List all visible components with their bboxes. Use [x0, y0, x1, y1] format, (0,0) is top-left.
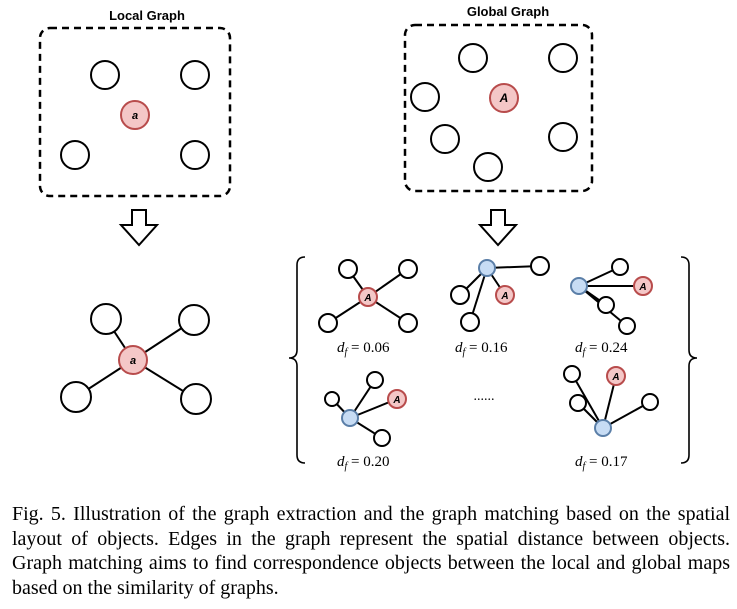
global-node	[548, 122, 578, 152]
local-graph-box	[38, 26, 232, 198]
candidate-highlight-node	[606, 366, 626, 386]
candidate-highlight-node	[495, 285, 515, 305]
candidate-hub-node	[341, 409, 359, 427]
candidate-graph: A	[450, 256, 550, 332]
global-node	[430, 124, 460, 154]
ellipsis: ......	[474, 389, 495, 404]
candidate-node-label: A	[500, 291, 508, 302]
local-node	[90, 60, 120, 90]
local-graph-title: Local Graph	[109, 8, 185, 23]
distance-label: df = 0.17	[575, 454, 628, 472]
global-node	[410, 82, 440, 112]
candidate-node-label: A	[611, 372, 619, 383]
down-arrow-icon	[118, 209, 160, 247]
graph-node	[178, 304, 210, 336]
global-node	[458, 43, 488, 73]
candidate-highlight-node	[633, 276, 653, 296]
candidate-highlight-node	[387, 389, 407, 409]
distance-label: df = 0.16	[455, 340, 508, 358]
global-node	[548, 43, 578, 73]
candidate-graph: A	[318, 259, 418, 333]
local-center-label: a	[132, 110, 138, 122]
candidate-graph: A	[570, 258, 653, 335]
distance-label: df = 0.06	[337, 340, 390, 358]
candidate-hub-node	[478, 259, 496, 277]
candidate-highlight-node	[358, 287, 378, 307]
local-node	[180, 140, 210, 170]
global-graph-title: Global Graph	[467, 4, 549, 19]
left-brace	[288, 256, 306, 464]
candidate-node-label: A	[363, 293, 371, 304]
graph-matching-figure: Local Graph a Global Graph A a	[38, 4, 698, 472]
global-graph-box	[403, 23, 594, 193]
graph-node	[60, 381, 92, 413]
candidate-graph: A	[563, 365, 659, 437]
graph-node	[90, 303, 122, 335]
local-center-node	[118, 345, 148, 375]
right-brace	[680, 256, 698, 464]
distance-label: df = 0.24	[575, 340, 628, 358]
local-node	[180, 60, 210, 90]
candidate-node-label: A	[392, 395, 400, 406]
distance-label: df = 0.20	[337, 454, 390, 472]
candidate-node-label: A	[638, 282, 646, 293]
figure-caption: Fig. 5. Illustration of the graph extrac…	[12, 503, 730, 599]
local-center-node	[120, 100, 150, 130]
graph-node	[180, 383, 212, 415]
global-center-label: A	[499, 91, 509, 105]
candidate-hub-node	[594, 419, 612, 437]
candidate-graph: A	[324, 371, 407, 447]
extracted-local-graph: a	[60, 303, 212, 415]
down-arrow-icon	[477, 209, 519, 247]
global-node	[473, 152, 503, 182]
local-node	[60, 140, 90, 170]
global-center-node	[489, 83, 519, 113]
local-center-label: a	[130, 355, 136, 367]
candidate-hub-node	[570, 277, 588, 295]
